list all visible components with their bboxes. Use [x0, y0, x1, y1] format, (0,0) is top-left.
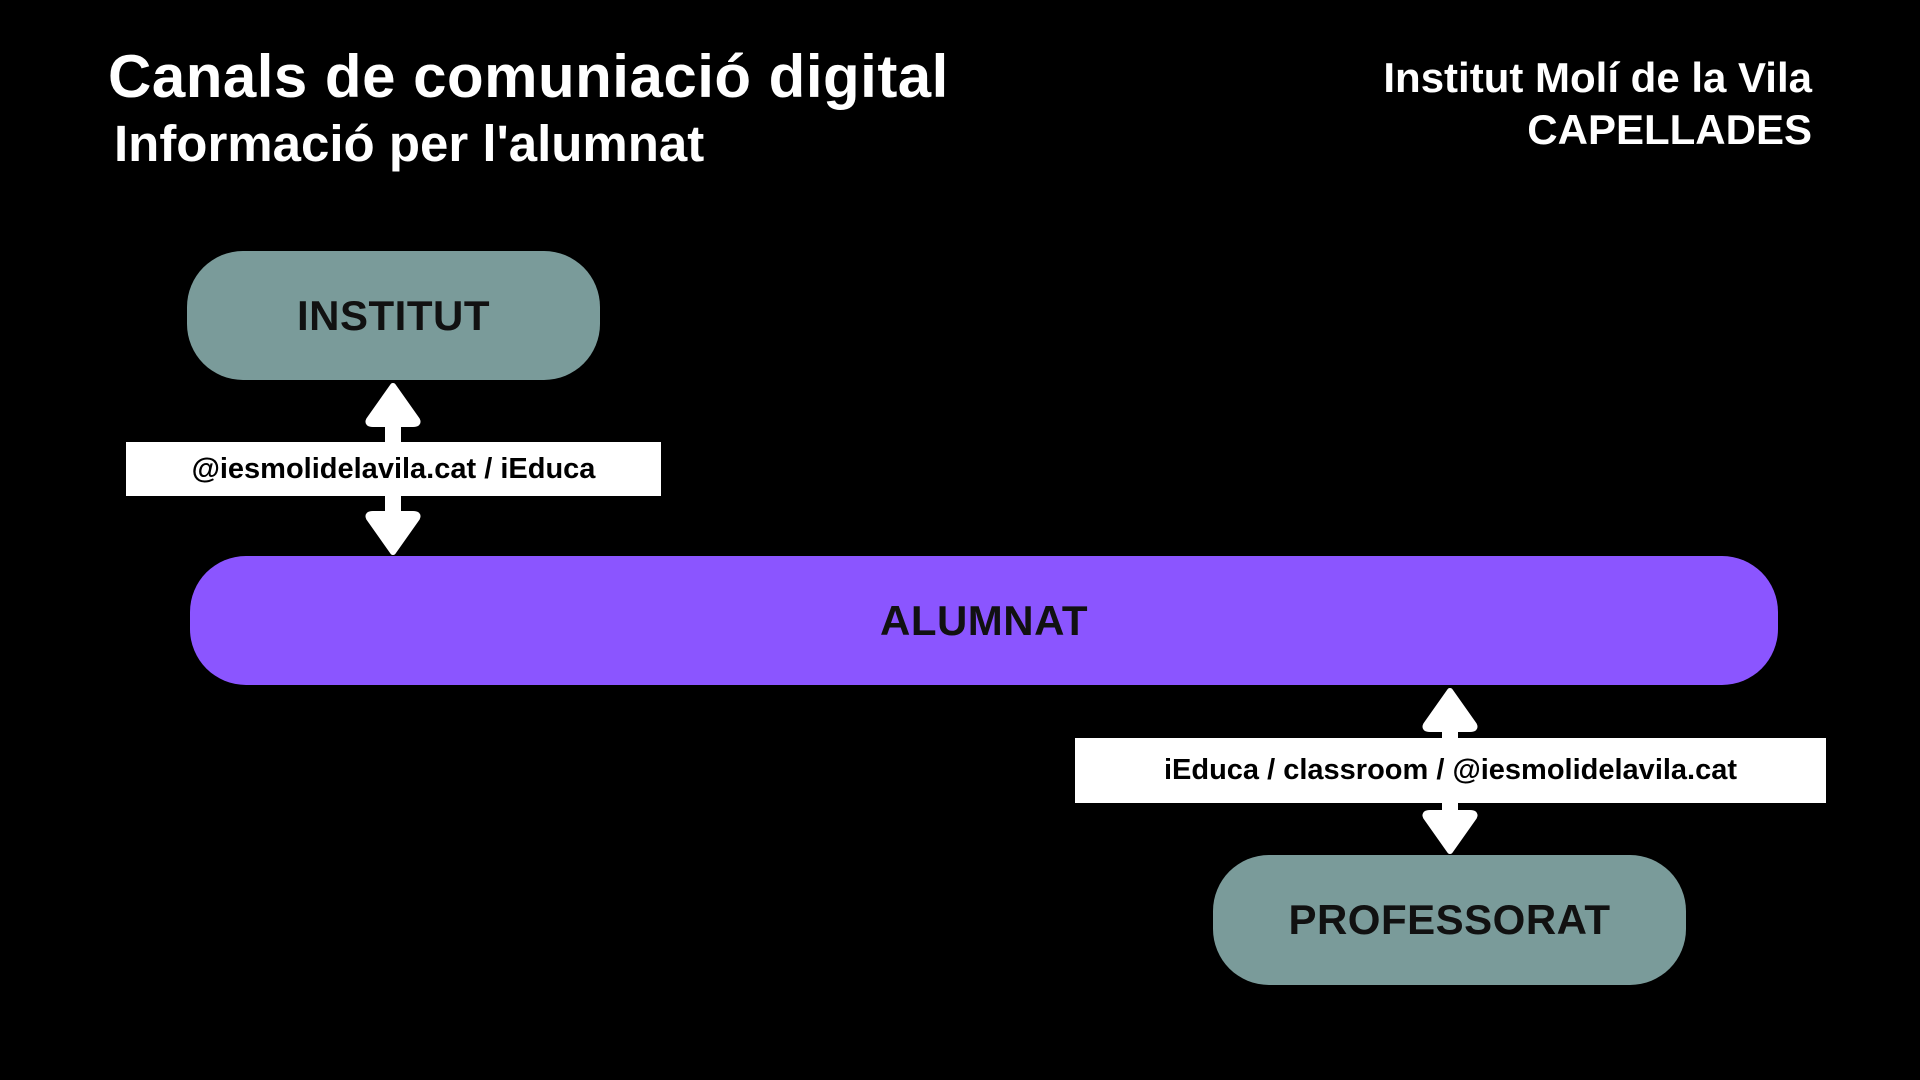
- edge-label-alumnat-professorat: iEduca / classroom / @iesmolidelavila.ca…: [1075, 738, 1826, 803]
- double-arrow-institut-alumnat: [365, 383, 421, 555]
- page-title: Canals de comuniació digital: [108, 43, 949, 110]
- node-alumnat-label: ALUMNAT: [879, 596, 1088, 644]
- node-professorat-label: PROFESSORAT: [1288, 896, 1611, 943]
- edge-label-institut-alumnat: @iesmolidelavila.cat / iEduca: [126, 442, 661, 496]
- school-name: Institut Molí de la Vila: [1383, 54, 1812, 101]
- node-alumnat: ALUMNAT: [190, 556, 1778, 685]
- school-town: CAPELLADES: [1527, 106, 1812, 153]
- page-subtitle: Informació per l'alumnat: [114, 115, 705, 172]
- node-professorat: PROFESSORAT: [1213, 855, 1686, 985]
- school-info: Institut Molí de la Vila CAPELLADES: [1383, 52, 1812, 156]
- node-institut-label: INSTITUT: [297, 291, 490, 339]
- node-institut: INSTITUT: [187, 251, 600, 380]
